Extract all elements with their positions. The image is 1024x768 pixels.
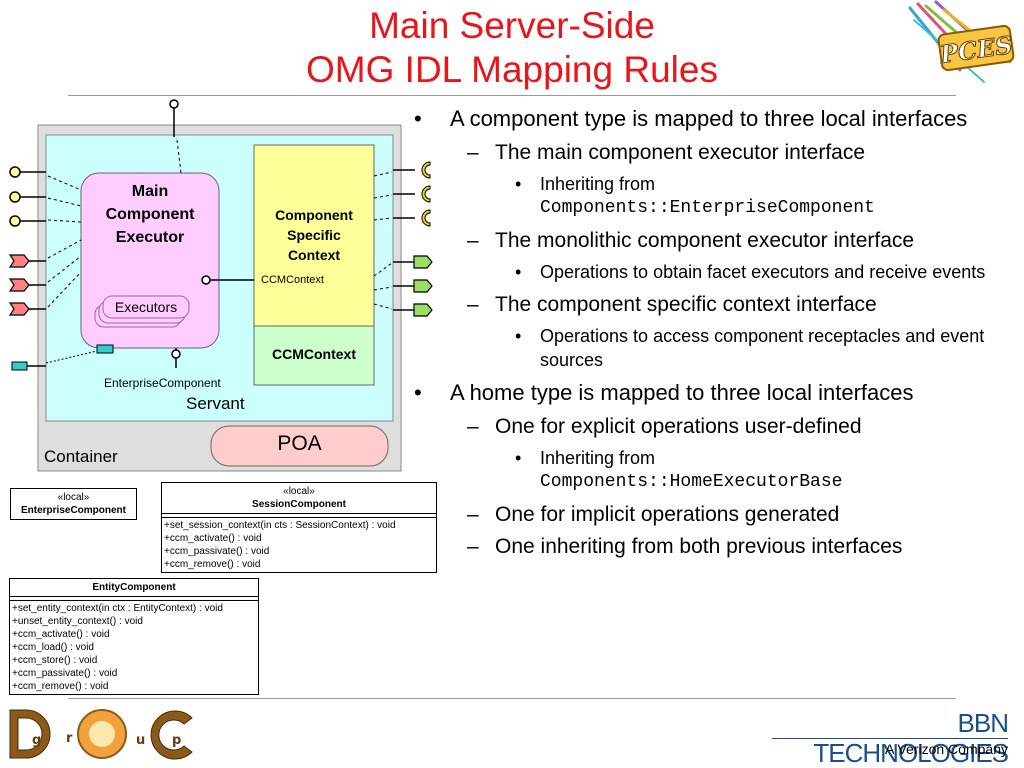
enterprise-component-label: EnterpriseComponent: [104, 376, 221, 390]
enterprise-component-port: [171, 349, 181, 359]
doc-d-shape: [9, 709, 51, 759]
servant-label: Servant: [186, 394, 245, 413]
main-executor-label-line: Main: [131, 183, 169, 200]
bullet-level2: The monolithic component executor interf…: [410, 228, 1020, 254]
uml-class-header: «local» SessionComponent: [162, 483, 436, 513]
left-dashed-links: [47, 175, 82, 308]
uml-class-name: EnterpriseComponent: [20, 505, 126, 516]
event-sink-ports: [8, 254, 46, 316]
container-label: Container: [44, 447, 118, 466]
bullet-level2: One for implicit operations generated: [410, 502, 1020, 528]
title-rule: [68, 95, 956, 96]
uml-operation: +ccm_passivate() : void: [164, 546, 270, 557]
main-executor-label-line: Component: [105, 206, 195, 223]
uml-operation: +ccm_passivate() : void: [12, 668, 118, 679]
executors-stack-front: [102, 295, 190, 319]
doc-letter: u: [136, 733, 145, 748]
uml-operations: +set_entity_context(in ctx : EntityConte…: [10, 600, 258, 694]
right-dashed-links: [373, 171, 393, 310]
uml-class-header: EntityComponent: [10, 579, 258, 596]
bullet-level2: One for explicit operations user-defined: [410, 414, 1020, 440]
title-line-1: Main Server-Side: [369, 5, 655, 46]
uml-operation: +ccm_remove() : void: [12, 681, 109, 692]
bullet-level3: Operations to access component receptacl…: [410, 324, 1020, 372]
main-executor-label-line: Executor: [115, 229, 185, 246]
uml-operation: +ccm_activate() : void: [12, 629, 110, 640]
uml-entity-component: EntityComponent +set_entity_context(in c…: [9, 578, 259, 695]
ccmcontext-box-label: CCMContext: [272, 346, 356, 362]
uml-enterprise-component: «local» EnterpriseComponent: [10, 488, 137, 520]
facet-icon: [9, 166, 21, 178]
context-label-line: Specific: [287, 227, 341, 243]
uml-session-component: «local» SessionComponent +set_session_co…: [161, 482, 437, 573]
uml-operation: +ccm_store() : void: [12, 655, 98, 666]
facet-icon: [9, 191, 21, 203]
executors-label: Executors: [114, 299, 178, 315]
event-sink-icon: [8, 302, 30, 316]
bbn-logo-text: BBN TECHNOLOGIES: [813, 708, 1009, 768]
cyan-executor-port: [96, 344, 114, 354]
ccmcontext-box: [253, 325, 375, 386]
bullet-code: Components::EnterpriseComponent: [540, 198, 875, 218]
title-line-2: OMG IDL Mapping Rules: [306, 49, 718, 90]
bullet-level1: A home type is mapped to three local int…: [410, 380, 1020, 406]
context-label-line: Component: [275, 207, 353, 223]
facet-icon: [9, 215, 21, 227]
pces-logo: PCES: [908, 0, 1015, 83]
uml-operation: +set_session_context(in cts : SessionCon…: [164, 520, 396, 531]
equivalent-interface-port: [169, 99, 179, 109]
bbn-logo-rule: [772, 738, 1008, 739]
slide-title: Main Server-Side OMG IDL Mapping Rules: [0, 4, 1024, 92]
uml-attributes: [162, 513, 436, 517]
bullet-text: Inheriting from: [540, 448, 656, 468]
bullet-level1: A component type is mapped to three loca…: [410, 106, 1020, 132]
bullet-code: Components::HomeExecutorBase: [540, 472, 843, 492]
component-specific-context-box: [253, 144, 375, 327]
bullet-text: Inheriting from: [540, 174, 656, 194]
bullet-level2: One inheriting from both previous interf…: [410, 534, 1020, 560]
uml-operations: +set_session_context(in cts : SessionCon…: [162, 517, 436, 572]
uml-class-name: SessionComponent: [252, 499, 346, 510]
uml-class-name: EntityComponent: [92, 582, 176, 593]
doc-letter: r: [66, 731, 73, 746]
uml-operation: +ccm_load() : void: [12, 642, 94, 653]
uml-attributes: [10, 596, 258, 600]
uml-operation: +unset_entity_context() : void: [12, 616, 143, 627]
doc-letter: g: [32, 733, 41, 748]
bullet-level3: Operations to obtain facet executors and…: [410, 260, 1020, 284]
footer-rule: [68, 698, 956, 699]
component-diagram: [8, 99, 433, 472]
doc-letter: p: [172, 733, 181, 748]
event-sink-icon: [8, 278, 30, 292]
poa-box: [210, 425, 389, 467]
context-label-line: Context: [287, 247, 341, 263]
uml-stereotype: «local»: [283, 486, 315, 497]
facet-ports: [9, 166, 46, 227]
ccmcontext-port-label: CCMContext: [261, 274, 324, 286]
main-executor-label: Main Component Executor: [81, 180, 219, 249]
verizon-tagline: A Verizon Company: [885, 741, 1008, 757]
bullet-level3: Inheriting from Components::HomeExecutor…: [410, 446, 1020, 494]
uml-stereotype: «local»: [57, 492, 90, 503]
uml-class-header: «local» EnterpriseComponent: [11, 489, 136, 519]
cyan-attribute-port: [11, 361, 28, 371]
doc-o-inner: [89, 721, 115, 747]
bullet-level2: The component specific context interface: [410, 292, 1020, 318]
bullet-level2: The main component executor interface: [410, 140, 1020, 166]
uml-operation: +ccm_remove() : void: [164, 559, 261, 570]
event-sink-icon: [8, 254, 30, 268]
doc-c-shape: [150, 710, 193, 760]
uml-operation: +ccm_activate() : void: [164, 533, 262, 544]
uml-operation: +set_entity_context(in ctx : EntityConte…: [12, 603, 223, 614]
context-label: Component Specific Context: [254, 205, 374, 265]
poa-label: POA: [277, 432, 322, 455]
ccmcontext-port: [201, 275, 211, 285]
bullet-level3: Inheriting from Components::EnterpriseCo…: [410, 172, 1020, 220]
doc-group-logo: g r u p: [9, 709, 193, 760]
bullet-list: A component type is mapped to three loca…: [410, 106, 1020, 566]
